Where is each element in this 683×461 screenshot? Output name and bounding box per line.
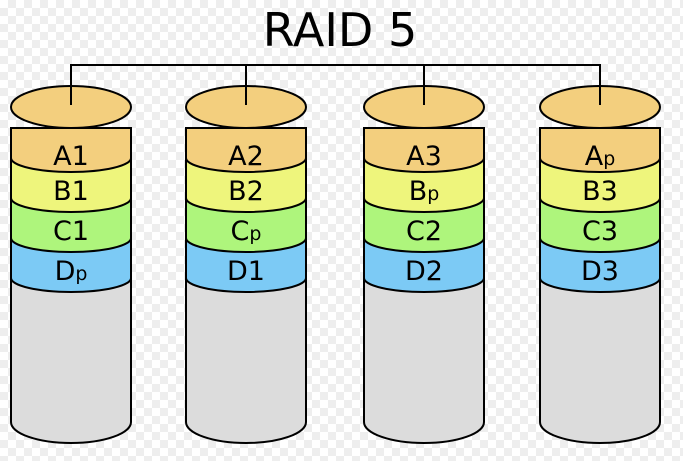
block-B1 (10, 157, 132, 213)
block-label: Ap (585, 141, 616, 172)
block-label: Cp (231, 216, 262, 247)
disk-free-space (185, 277, 307, 444)
block-label: Dp (55, 256, 88, 287)
block-Cp (185, 197, 307, 253)
block-label: B2 (228, 176, 264, 207)
block-C2 (363, 197, 485, 253)
block-A2 (185, 127, 307, 173)
block-Dp (10, 237, 132, 293)
block-Bp (363, 157, 485, 213)
disk-free-space (10, 277, 132, 444)
disk-4: D3 C3 B3 Ap (539, 65, 661, 444)
block-label: B3 (582, 176, 618, 207)
block-A1 (10, 127, 132, 173)
block-D2 (363, 237, 485, 293)
block-Ap (539, 127, 661, 173)
disk-3: D2 C2 Bp A3 (363, 65, 485, 444)
diagram-title: RAID 5 (263, 3, 417, 57)
block-label: C2 (406, 216, 442, 247)
block-A3 (363, 127, 485, 173)
block-C1 (10, 197, 132, 253)
block-label: A1 (53, 141, 89, 172)
disk-free-space (539, 277, 661, 444)
block-label: D3 (581, 256, 619, 287)
block-label: D2 (405, 256, 443, 287)
block-label: B1 (53, 176, 89, 207)
block-B2 (185, 157, 307, 213)
block-D1 (185, 237, 307, 293)
block-label: C3 (582, 216, 618, 247)
block-label: Bp (409, 176, 440, 207)
disk-1: Dp C1 B1 A1 (10, 65, 132, 444)
bus-line (70, 64, 601, 105)
block-B3 (539, 157, 661, 213)
disk-free-space (363, 277, 485, 444)
block-label: D1 (227, 256, 265, 287)
block-C3 (539, 197, 661, 253)
block-D3 (539, 237, 661, 293)
block-label: A2 (228, 141, 264, 172)
disk-2: D1 Cp B2 A2 (185, 65, 307, 444)
block-label: A3 (406, 141, 442, 172)
block-label: C1 (53, 216, 89, 247)
